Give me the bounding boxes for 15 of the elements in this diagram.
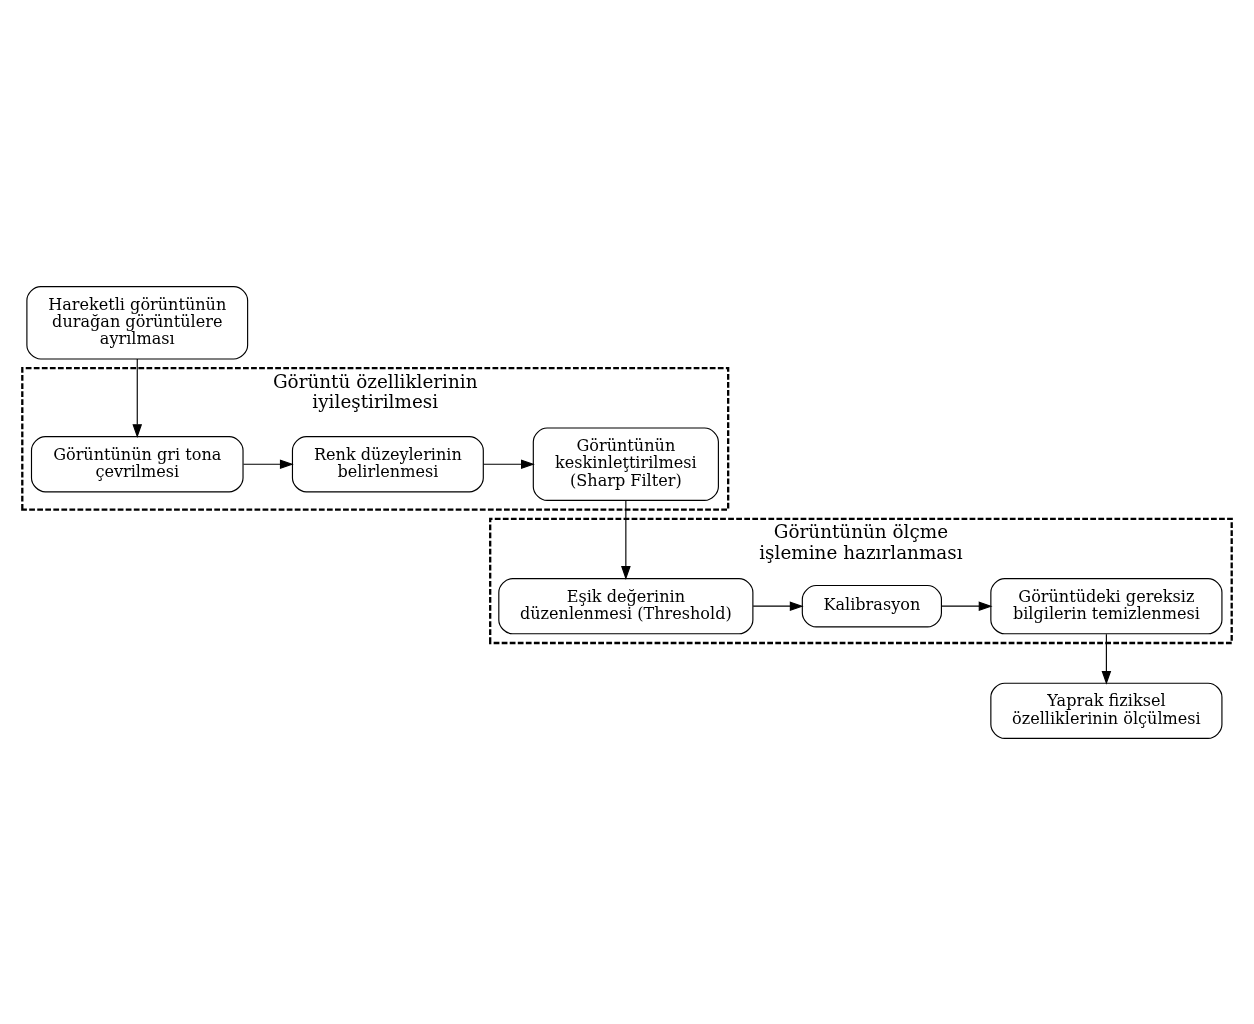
arrow xyxy=(940,600,993,611)
node-box: Görüntünün keskinleţtirilmesi (Sharp Filter) xyxy=(532,426,719,501)
node-box: Eşik değerinin düzenlenmesi (Threshold) xyxy=(498,577,754,634)
arrow xyxy=(1101,633,1112,685)
arrow xyxy=(752,600,804,611)
node-box: Yaprak fiziksel özelliklerinin ölçülmesi xyxy=(990,682,1223,739)
node-box: Görüntünün gri tona çevrilmesi xyxy=(30,435,244,492)
node-box: Kalibrasyon xyxy=(801,584,942,627)
node-box: Hareketli görüntünün durağan görüntülere ayrılması xyxy=(26,285,249,360)
node-box: Görüntüdeki gereksiz bilgilerin temizlenmesi xyxy=(990,577,1223,634)
node-box: Renk düzeylerinin belirlenmesi xyxy=(291,435,484,492)
arrow xyxy=(483,458,535,469)
arrow xyxy=(621,499,631,580)
arrow xyxy=(242,458,294,469)
arrow xyxy=(132,358,143,438)
